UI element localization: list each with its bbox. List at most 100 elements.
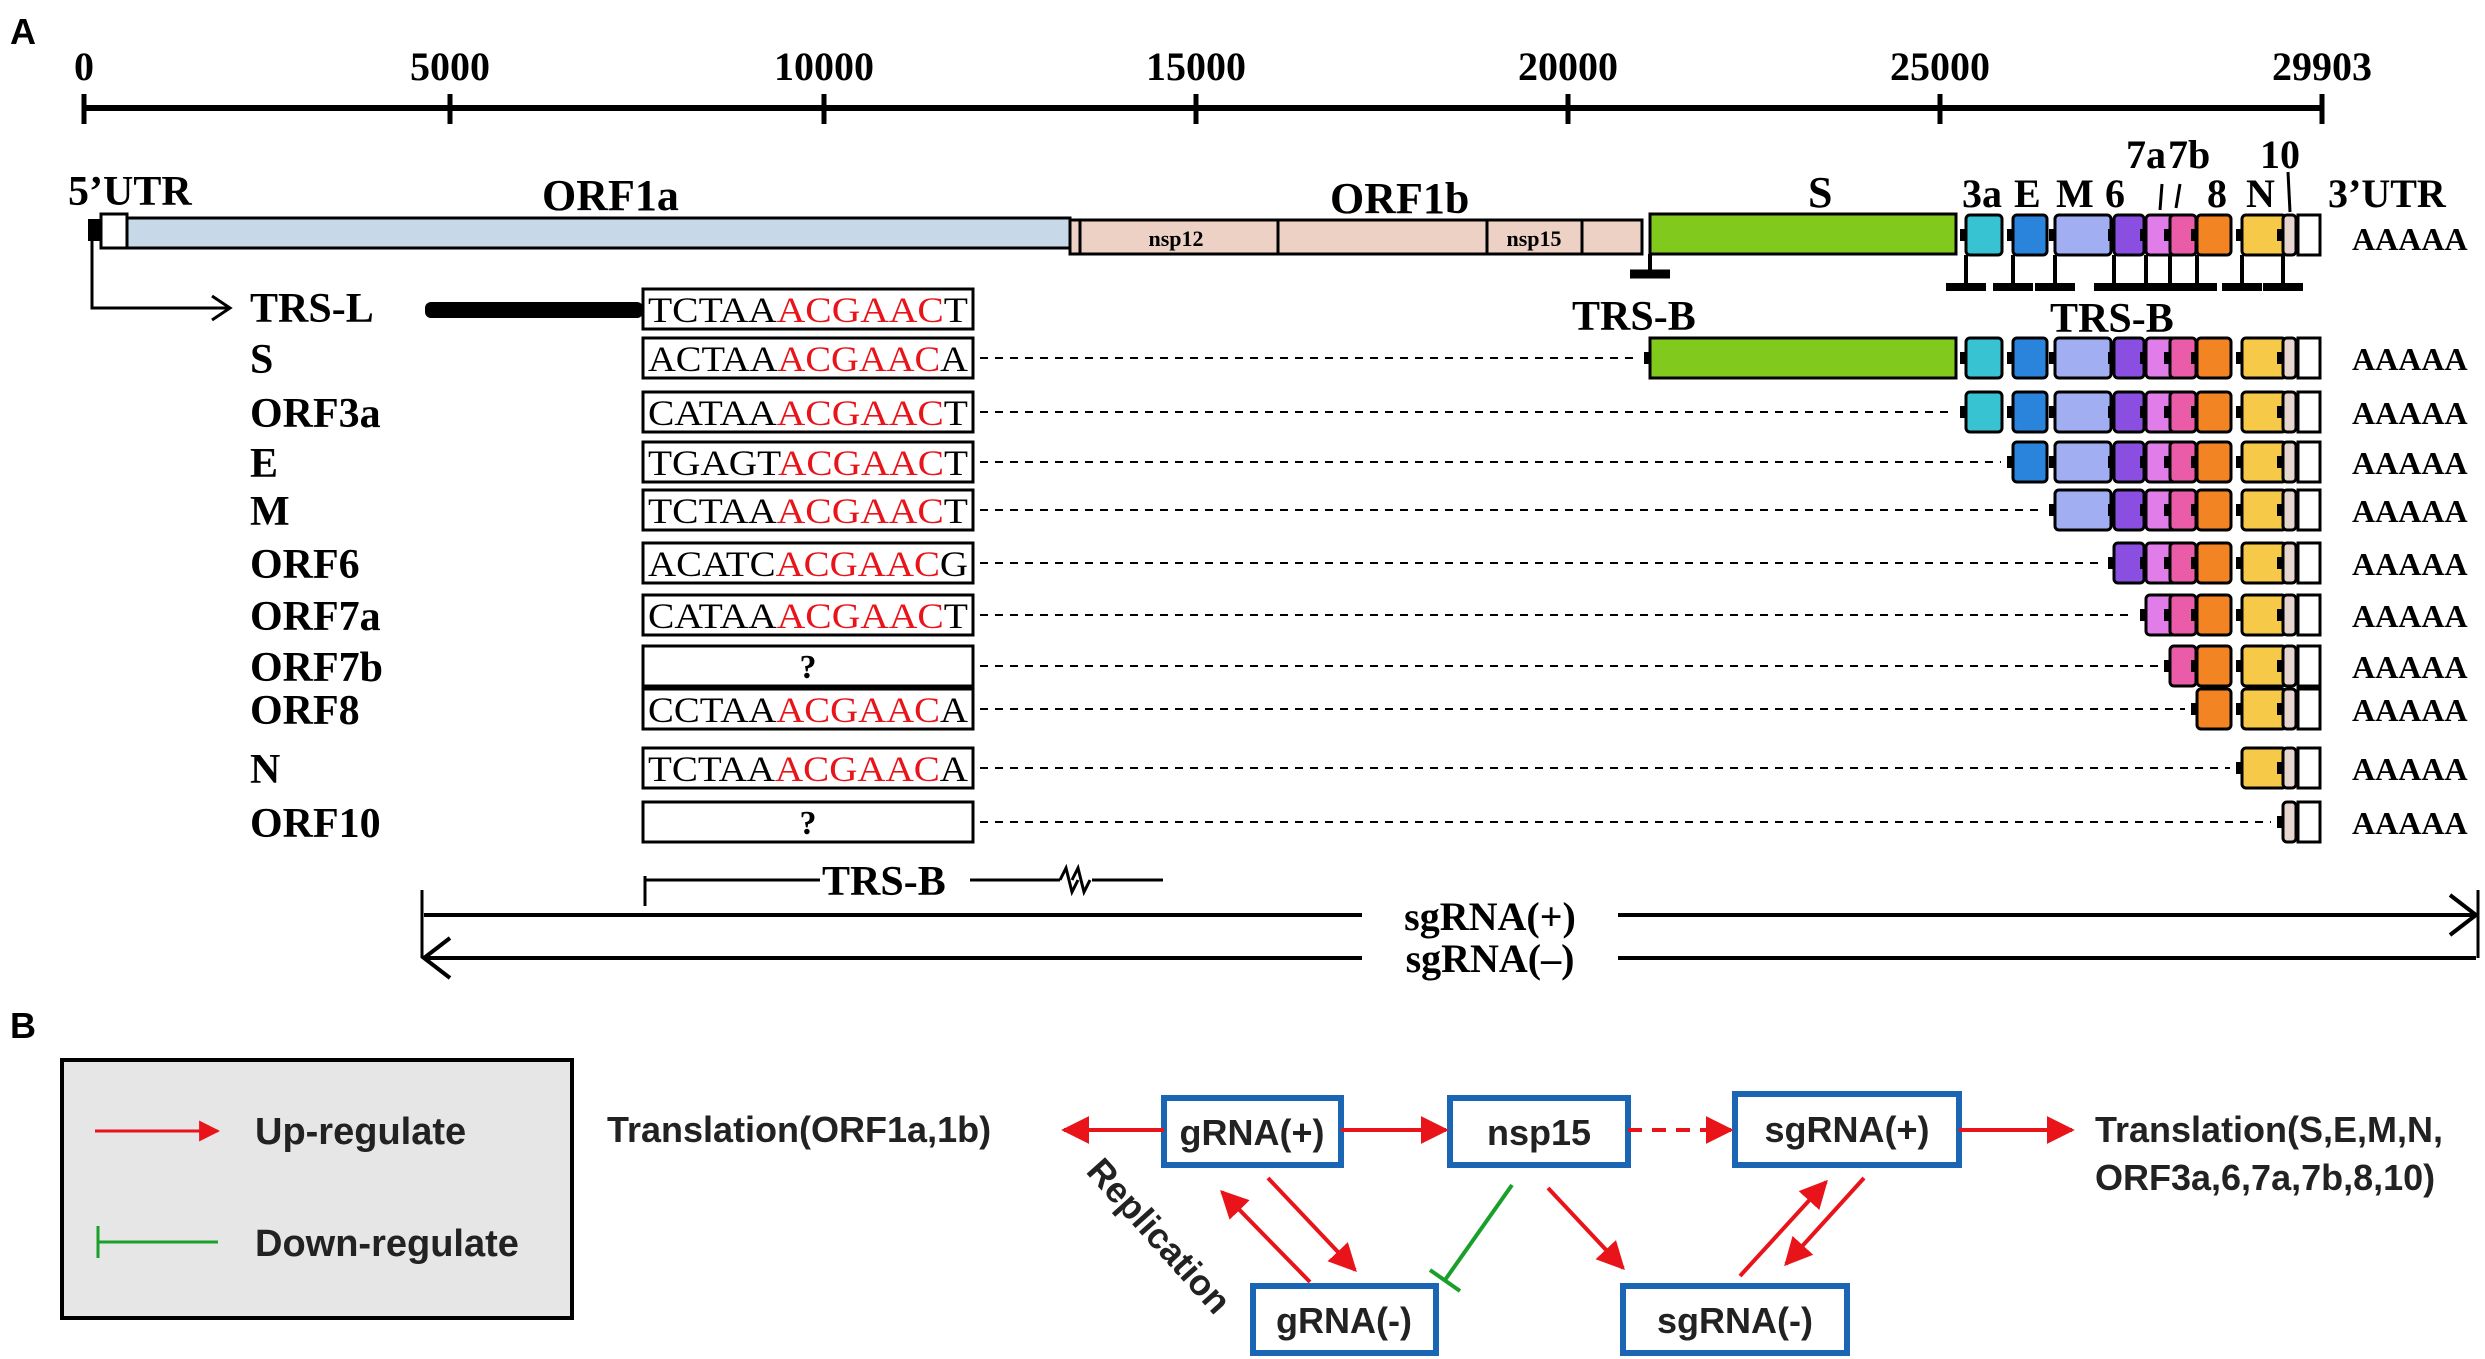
legend-box bbox=[60, 1058, 574, 1320]
junction-stub bbox=[2277, 504, 2283, 516]
trs-box bbox=[641, 593, 975, 637]
trs-core: ACGAAC bbox=[778, 443, 944, 483]
trs-post: T bbox=[944, 491, 968, 531]
small-orf-label: 6 bbox=[2105, 171, 2125, 216]
regulation-arrows bbox=[1061, 1116, 2075, 1293]
small-orf-label: 3a bbox=[1962, 171, 2002, 216]
trs-pre: CATAA bbox=[648, 596, 777, 636]
trs-box bbox=[641, 336, 975, 380]
trs-core: ACGAAC bbox=[778, 339, 941, 379]
row-name: ORF7b bbox=[250, 645, 383, 691]
small-orf-label: E bbox=[2014, 171, 2041, 216]
junction-stub bbox=[2108, 352, 2114, 364]
utr3-box bbox=[2296, 336, 2322, 380]
row-polya: AAAAA bbox=[2352, 649, 2468, 685]
trs-box bbox=[641, 390, 975, 434]
trs-core: ACGAAC bbox=[776, 544, 940, 584]
junction-stub bbox=[2277, 406, 2283, 418]
junction-stub bbox=[2140, 406, 2146, 418]
e-block bbox=[2011, 213, 2049, 257]
translation-left-label: Translation(ORF1a,1b) bbox=[607, 1109, 991, 1150]
small-orf-cluster bbox=[1960, 213, 2322, 257]
junction-stub bbox=[2236, 703, 2242, 715]
junction-stub bbox=[2049, 456, 2055, 468]
m-block bbox=[2053, 336, 2113, 380]
replication-label: Replication bbox=[1079, 1150, 1239, 1322]
junction-stub bbox=[2191, 229, 2197, 241]
junction-stub bbox=[2277, 229, 2283, 241]
junction-stub bbox=[2191, 703, 2197, 715]
junction-stub bbox=[2108, 504, 2114, 516]
junction-stub bbox=[2236, 456, 2242, 468]
arrow-sgrna-plus-to-minus bbox=[1784, 1176, 1866, 1267]
sgrna-plus-box-label: sgRNA(+) bbox=[1764, 1109, 1929, 1150]
arrow-nsp15-to-sgrna-minus bbox=[1546, 1186, 1625, 1271]
junction-stub bbox=[1960, 406, 1966, 418]
seq-row: ORF10?AAAAA bbox=[250, 800, 2468, 847]
orf6-block bbox=[2112, 213, 2146, 257]
junction-stub bbox=[2007, 406, 2013, 418]
junction-stub bbox=[2277, 456, 2283, 468]
inhibit-nsp15-grna-minus bbox=[1443, 1183, 1514, 1282]
legend-down-label: Down-regulate bbox=[255, 1223, 519, 1265]
junction-stub bbox=[2191, 406, 2197, 418]
junction-stub bbox=[2191, 609, 2197, 621]
row-polya: AAAAA bbox=[2352, 445, 2468, 481]
row-polya: AAAAA bbox=[2352, 341, 2468, 377]
axis-tick-label: 0 bbox=[74, 44, 94, 89]
grna-minus-label: gRNA(-) bbox=[1276, 1300, 1412, 1341]
e-block bbox=[2011, 440, 2049, 484]
m-block bbox=[2053, 390, 2113, 434]
m-block bbox=[2053, 488, 2113, 532]
junction-stub bbox=[2007, 456, 2013, 468]
orf6-block bbox=[2112, 488, 2146, 532]
utr3-box bbox=[2296, 541, 2322, 585]
junction-stub bbox=[2049, 504, 2055, 516]
trs-post: T bbox=[944, 290, 968, 330]
trs-b-markers: TRS-B TRS-B bbox=[1572, 254, 2303, 342]
trs-core: ACGAAC bbox=[776, 690, 940, 730]
junction-stub bbox=[2164, 229, 2170, 241]
utr5-label: 5’UTR bbox=[68, 169, 192, 215]
trs-pre: ACATC bbox=[648, 544, 776, 584]
utr3-box bbox=[2296, 800, 2322, 844]
orf10-block bbox=[2281, 593, 2298, 637]
row-polya: AAAAA bbox=[2352, 805, 2468, 841]
sgrna-minus-label: sgRNA(-) bbox=[1657, 1300, 1813, 1341]
junction-stub bbox=[2191, 352, 2197, 364]
junction-stub bbox=[2108, 406, 2114, 418]
row-name: M bbox=[250, 489, 290, 535]
junction-stub bbox=[2140, 557, 2146, 569]
row-name: ORF7a bbox=[250, 594, 381, 640]
junction-stub bbox=[2164, 609, 2170, 621]
utr3-box bbox=[2296, 746, 2322, 790]
row-name: S bbox=[250, 337, 273, 383]
orf3a-block bbox=[1964, 213, 2004, 257]
orf8-block bbox=[2195, 488, 2233, 532]
junction-stub bbox=[2164, 504, 2170, 516]
junction-stub bbox=[2277, 352, 2283, 364]
junction-stub bbox=[2140, 504, 2146, 516]
trs-pre: TGAGT bbox=[648, 443, 781, 483]
seq-row: ORF7b? AAAAA bbox=[250, 644, 2468, 691]
axis-tick-label: 25000 bbox=[1890, 44, 1990, 89]
small-orf-label: 8 bbox=[2207, 171, 2227, 216]
trs-unknown: ? bbox=[800, 649, 817, 686]
small-orf-label: 7a bbox=[2126, 132, 2166, 177]
junction-stub bbox=[2236, 504, 2242, 516]
nsp15-domain-label: nsp15 bbox=[1506, 226, 1561, 251]
junction-stub bbox=[2236, 762, 2242, 774]
row-name: ORF6 bbox=[250, 542, 360, 588]
orf10-block bbox=[2281, 800, 2298, 844]
trs-b-bracket: TRS-B bbox=[643, 859, 1163, 906]
orf6-block bbox=[2112, 440, 2146, 484]
small-orf-label: 10 bbox=[2260, 132, 2300, 177]
row-name: ORF8 bbox=[250, 688, 360, 734]
trs-pre: TCTAA bbox=[648, 749, 775, 789]
